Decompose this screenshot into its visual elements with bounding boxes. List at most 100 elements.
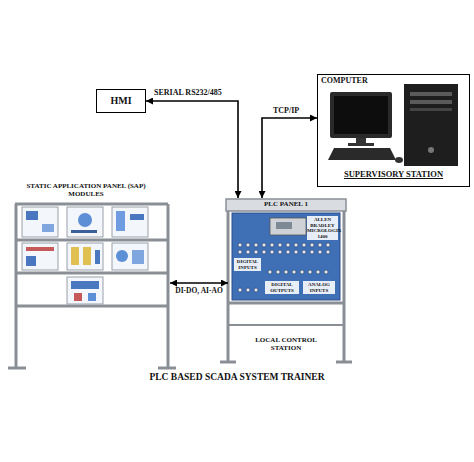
heading-text: HMI	[97, 90, 145, 112]
plc-panel-face	[232, 213, 340, 300]
module-drawings	[26, 256, 36, 266]
computer-illustration	[318, 75, 469, 186]
body-text: SUPERVISORY STATION	[318, 170, 469, 180]
module-drawings	[116, 211, 125, 231]
panel-sockets	[318, 243, 322, 247]
panel-sockets	[294, 250, 298, 254]
plc-stand	[226, 199, 346, 211]
module-drawings	[26, 211, 38, 220]
module-drawings	[88, 293, 96, 301]
plc-stand	[220, 199, 352, 362]
panel-sockets	[270, 243, 274, 247]
module-drawings	[116, 250, 128, 262]
module-drawings	[71, 247, 79, 265]
module-drawings	[26, 211, 144, 301]
plc-module	[270, 218, 306, 235]
drive-bay	[410, 100, 452, 104]
panel-sockets	[268, 270, 272, 274]
monitor	[330, 92, 392, 138]
panel-sockets	[246, 288, 250, 292]
panel-sockets	[278, 243, 282, 247]
monitor-stand	[348, 138, 374, 146]
panel-sockets	[262, 250, 266, 254]
sap-rack	[15, 272, 168, 275]
body-text: LOCAL CONTROL STATION	[250, 336, 322, 352]
panel-sockets	[238, 243, 242, 247]
module-drawings	[78, 213, 92, 227]
sap-modules	[22, 207, 58, 237]
panel-sockets	[294, 243, 298, 247]
plc-display	[276, 222, 292, 229]
sap-modules	[22, 243, 58, 270]
panel-sockets	[310, 250, 314, 254]
sap-modules	[112, 243, 148, 270]
plc-stand	[336, 361, 352, 364]
plc-stand	[343, 211, 346, 362]
monitor-screen	[334, 96, 388, 134]
panel-sockets	[238, 288, 242, 292]
edge-label: TCP/IP	[272, 107, 300, 116]
drive-bay	[410, 108, 452, 111]
sap-modules	[67, 277, 103, 304]
panel-sockets	[302, 243, 306, 247]
drive-bay	[410, 92, 452, 96]
heading-text: STATIC APPLICATION PANEL (SAP) MODULES	[16, 182, 156, 198]
module-drawings	[130, 214, 144, 220]
module-drawings	[71, 230, 97, 233]
sap-rack	[15, 203, 168, 206]
panel-sockets	[302, 250, 306, 254]
sap-modules	[67, 243, 103, 270]
module-drawings	[71, 281, 99, 289]
panel-sockets	[238, 250, 242, 254]
sap-rack	[167, 204, 170, 368]
sap-rack	[8, 204, 176, 368]
supervisory-station-box: COMPUTER SUPERVISORY STATION	[317, 74, 470, 187]
power-button	[428, 147, 434, 153]
panel-sockets	[276, 270, 280, 274]
panel-sockets	[324, 270, 328, 274]
panel-sockets	[262, 243, 266, 247]
panel-sockets	[246, 250, 250, 254]
sap-rack	[15, 204, 18, 368]
connector-arrow	[170, 282, 228, 284]
module-drawings	[74, 293, 82, 301]
plc-stand	[228, 324, 344, 326]
keyboard	[328, 148, 396, 160]
plc-stand	[228, 302, 344, 305]
diagram-title: PLC BASED SCADA SYSTEM TRAINER	[0, 372, 474, 382]
heading-text: PLC PANEL 1	[236, 200, 336, 208]
module-drawings	[26, 247, 54, 251]
connector-arrow	[146, 101, 238, 198]
panel-sockets	[254, 288, 258, 292]
panel-sockets	[292, 270, 296, 274]
edge-label: SERIAL RS232/485	[153, 89, 223, 98]
panel-sockets	[254, 250, 258, 254]
sap-modules	[112, 207, 148, 237]
module-drawings	[95, 250, 100, 264]
panel-sockets	[308, 270, 312, 274]
signal-label: ANALOG INPUTS	[303, 281, 335, 294]
edge-label: DI-DO, AI-AO	[174, 287, 224, 295]
connector-arrow	[262, 118, 317, 198]
panel-sockets	[284, 270, 288, 274]
panel-sockets	[300, 270, 304, 274]
panel-sockets	[246, 243, 250, 247]
sap-modules	[67, 207, 103, 237]
panel-sockets	[316, 270, 320, 274]
sap-modules	[22, 207, 148, 304]
plc-stand	[220, 361, 236, 364]
panel-sockets	[326, 250, 330, 254]
hmi-box: HMI	[96, 89, 146, 113]
pc-tower	[404, 84, 458, 166]
panel-sockets	[286, 243, 290, 247]
heading-text: COMPUTER	[321, 76, 401, 85]
mouse	[395, 157, 403, 163]
plc-stand	[227, 211, 230, 362]
sap-rack	[8, 367, 26, 370]
sap-rack	[15, 239, 168, 242]
signal-label: DIGITAL INPUTS	[234, 258, 261, 271]
